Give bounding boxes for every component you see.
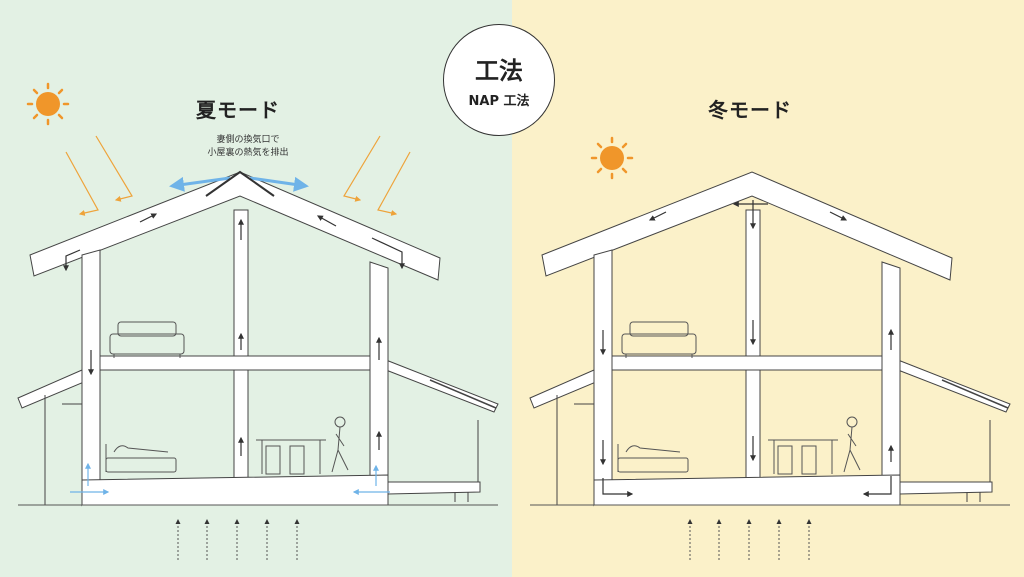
summer-right-wall [369, 261, 389, 491]
summer-vent-note-line2: 小屋裏の熱気を排出 [207, 148, 289, 158]
winter-mode-title: 冬モード [708, 98, 792, 122]
winter-dining-table-icon [768, 439, 838, 475]
summer-second-floor [99, 355, 371, 371]
summer-sunlight-arrows [65, 135, 411, 216]
summer-ground-arrows [175, 519, 300, 560]
summer-sun-icon [26, 82, 70, 126]
method-badge: 工法 NAP 工法 [443, 24, 555, 136]
summer-ground-floor [81, 474, 389, 506]
winter-porch [899, 481, 993, 495]
winter-airflow-arrows [600, 200, 894, 497]
summer-bed-icon [105, 444, 177, 473]
method-badge-main: 工法 [475, 57, 523, 85]
method-badge-sub: NAP 工法 [468, 94, 530, 109]
winter-ground-arrows [687, 519, 812, 560]
summer-intake-arrows [70, 462, 390, 495]
summer-sofa-icon [109, 321, 185, 358]
winter-sofa-icon [621, 321, 697, 358]
summer-left-wall [81, 249, 101, 507]
summer-mode-title: 夏モード [196, 98, 280, 122]
summer-vent-note: 妻側の換気口で 小屋裏の熱気を排出 [198, 134, 298, 160]
winter-roof [541, 171, 953, 281]
summer-lean-to-right [385, 359, 499, 413]
winter-ground-floor [593, 474, 901, 506]
winter-house [529, 136, 1011, 560]
winter-sun-icon [590, 136, 634, 180]
summer-vent-note-line1: 妻側の換気口で [216, 135, 280, 145]
winter-lean-to-right [897, 359, 1011, 413]
summer-lean-to-left [17, 369, 85, 409]
summer-house [17, 82, 499, 560]
winter-second-floor [611, 355, 883, 371]
winter-person-icon [843, 416, 861, 473]
winter-bed-icon [617, 444, 689, 473]
summer-person-icon [331, 416, 349, 473]
summer-porch [387, 481, 481, 495]
summer-airflow-arrows [63, 213, 405, 456]
winter-lean-to-left [529, 369, 597, 409]
summer-dining-table-icon [256, 439, 326, 475]
summer-ridge-vent-arrows [169, 170, 309, 197]
winter-left-wall [593, 249, 613, 507]
